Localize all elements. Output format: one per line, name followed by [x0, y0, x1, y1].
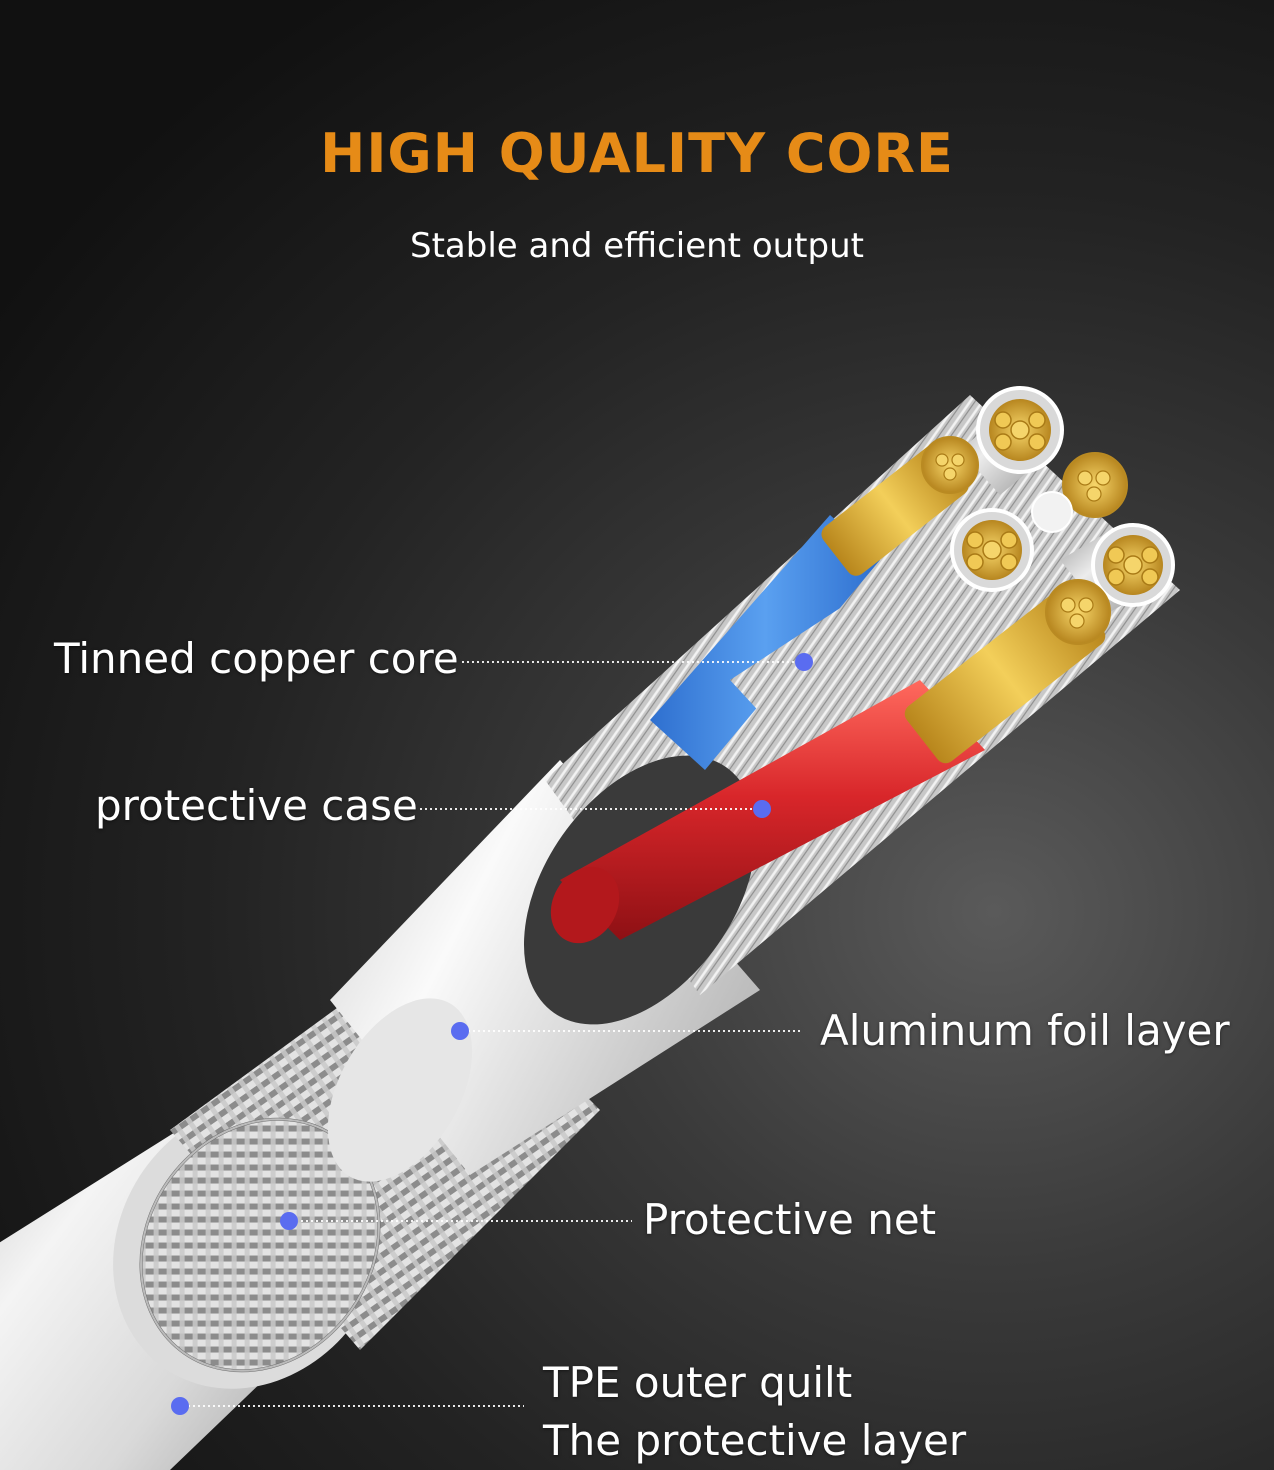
label-protective-case: protective case [95, 781, 418, 830]
copper-conductor-ends [921, 386, 1175, 645]
label-protective-layer: The protective layer [543, 1416, 967, 1465]
marker-dot-tpe-outer-quilt [171, 1397, 189, 1415]
page-title: HIGH QUALITY CORE [320, 122, 954, 185]
label-tinned-copper-core: Tinned copper core [54, 634, 459, 683]
label-protective-net: Protective net [643, 1195, 937, 1244]
label-aluminum-foil-layer: Aluminum foil layer [820, 1006, 1230, 1055]
marker-dots [171, 653, 813, 1415]
marker-dot-tinned-copper-core [795, 653, 813, 671]
leader-lines [188, 661, 802, 1407]
marker-dot-protective-net [280, 1212, 298, 1230]
marker-dot-aluminum-foil-layer [451, 1022, 469, 1040]
page-subtitle: Stable and efficient output [410, 226, 864, 266]
marker-dot-protective-case [753, 800, 771, 818]
label-tpe-outer-quilt: TPE outer quilt [543, 1358, 853, 1407]
